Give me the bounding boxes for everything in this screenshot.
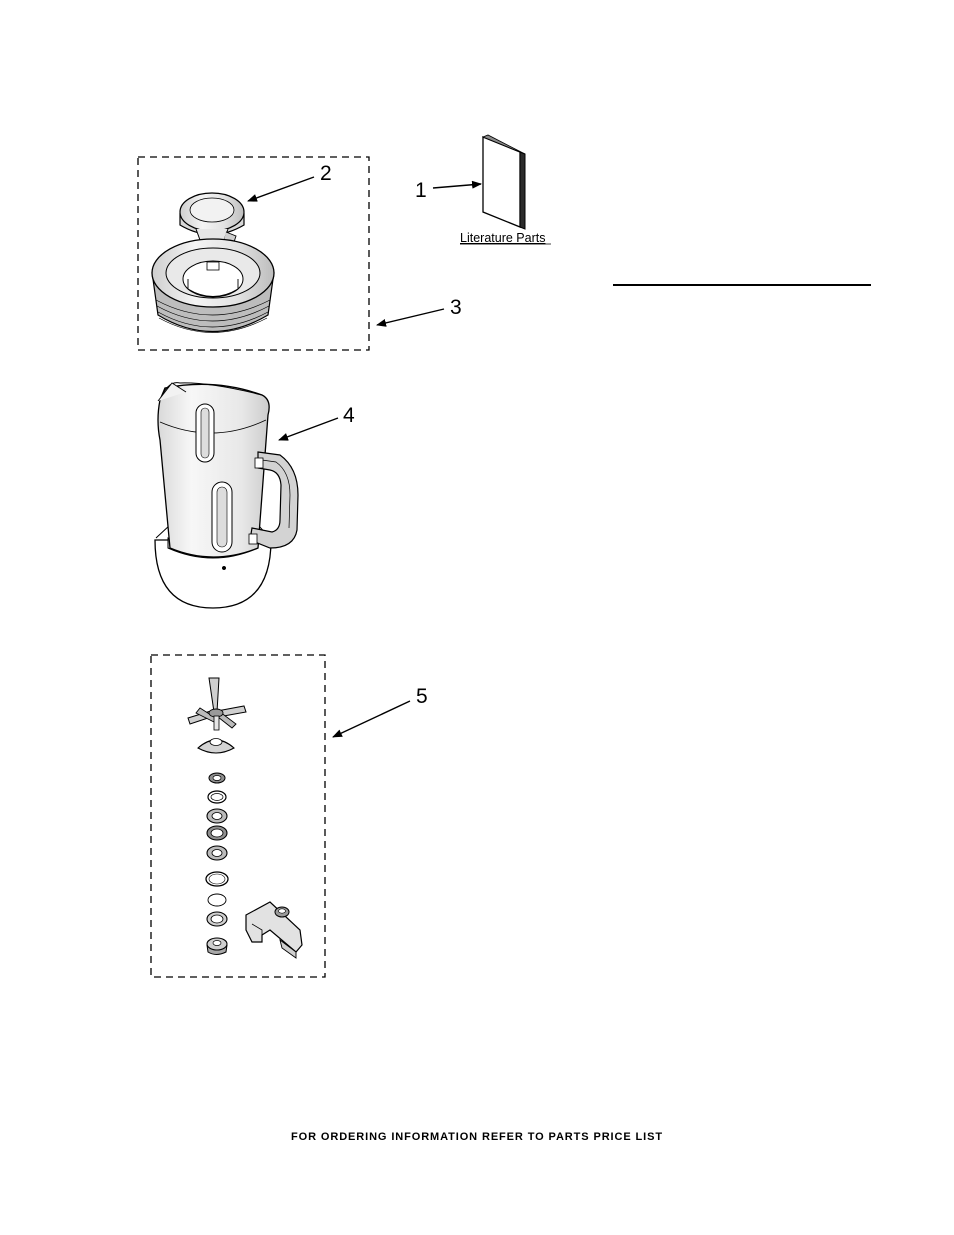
leader-5 [332, 700, 411, 738]
literature-booklet [481, 134, 526, 230]
lid-ring [151, 238, 275, 333]
leader-3 [376, 308, 445, 327]
lid-cap [179, 192, 245, 243]
literature-parts-label: Literature Parts [460, 231, 545, 245]
leader-1 [432, 180, 482, 189]
blender-jar [154, 382, 299, 609]
seal-stack [205, 772, 229, 955]
blade-wrench [245, 901, 303, 959]
callout-4: 4 [343, 404, 355, 427]
leader-2 [247, 176, 315, 202]
callout-1: 1 [415, 179, 427, 202]
blade-group-box [150, 654, 326, 978]
ordering-footer: FOR ORDERING INFORMATION REFER TO PARTS … [291, 1131, 663, 1143]
blade-assembly [187, 677, 247, 754]
lid-group-box [137, 156, 370, 351]
callout-5: 5 [416, 685, 428, 708]
callout-3: 3 [450, 296, 462, 319]
leader-4 [278, 417, 339, 441]
callout-2: 2 [320, 162, 332, 185]
